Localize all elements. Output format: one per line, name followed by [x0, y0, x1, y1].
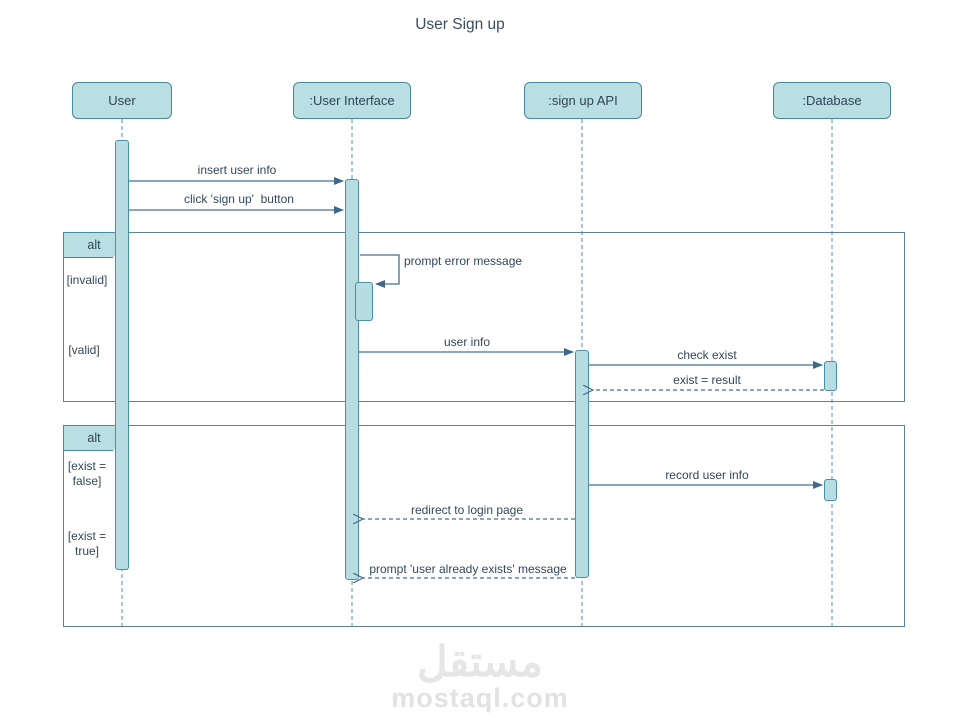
actor-database-label: :Database — [802, 93, 862, 108]
guard-exist-false: [exist = false] — [67, 459, 107, 488]
guard-exist-true: [exist = true] — [67, 529, 107, 558]
watermark-arabic-text: مستقل — [417, 638, 543, 685]
actor-user-label: User — [108, 93, 136, 108]
message-label-redirect-to-login-page: redirect to login page — [410, 503, 524, 517]
message-label-insert-user-info: insert user info — [197, 163, 277, 177]
actor-sign-up-api: :sign up API — [524, 82, 642, 119]
alt-fragment-1: alt — [63, 232, 905, 402]
actor-sign-up-api-label: :sign up API — [548, 93, 618, 108]
alt-fragment-1-operator-tab: alt — [63, 232, 125, 258]
actor-user-interface: :User Interface — [293, 82, 411, 119]
watermark-latin-text: mostaql.com — [391, 683, 569, 713]
message-label-record-user-info: record user info — [665, 468, 749, 482]
message-label-user-info: user info — [443, 335, 491, 349]
message-label-prompt-error-message: prompt error message — [404, 254, 523, 268]
guard-invalid: [invalid] — [66, 273, 108, 287]
actor-user-interface-label: :User Interface — [309, 93, 395, 108]
activation-sign-up-api — [575, 350, 589, 578]
alt-fragment-2: alt — [63, 425, 905, 627]
activation-database-1 — [824, 361, 837, 391]
message-label-exist-result: exist = result — [673, 373, 741, 387]
diagram-title: User Sign up — [415, 16, 505, 33]
activation-user — [115, 140, 129, 570]
activation-user-interface — [345, 179, 359, 580]
message-label-check-exist: check exist — [677, 348, 737, 362]
guard-valid: [valid] — [68, 343, 100, 357]
message-arrow-prompt-error-message — [360, 254, 400, 288]
actor-database: :Database — [773, 82, 891, 119]
actor-user: User — [72, 82, 172, 119]
activation-user-interface-nested — [355, 282, 373, 321]
message-label-click-sign-up-button: click 'sign up' button — [184, 192, 294, 206]
activation-database-2 — [824, 479, 837, 501]
message-label-prompt-user-already-exists: prompt 'user already exists' message — [369, 562, 567, 576]
watermark: مستقل mostaql.com — [391, 638, 569, 713]
